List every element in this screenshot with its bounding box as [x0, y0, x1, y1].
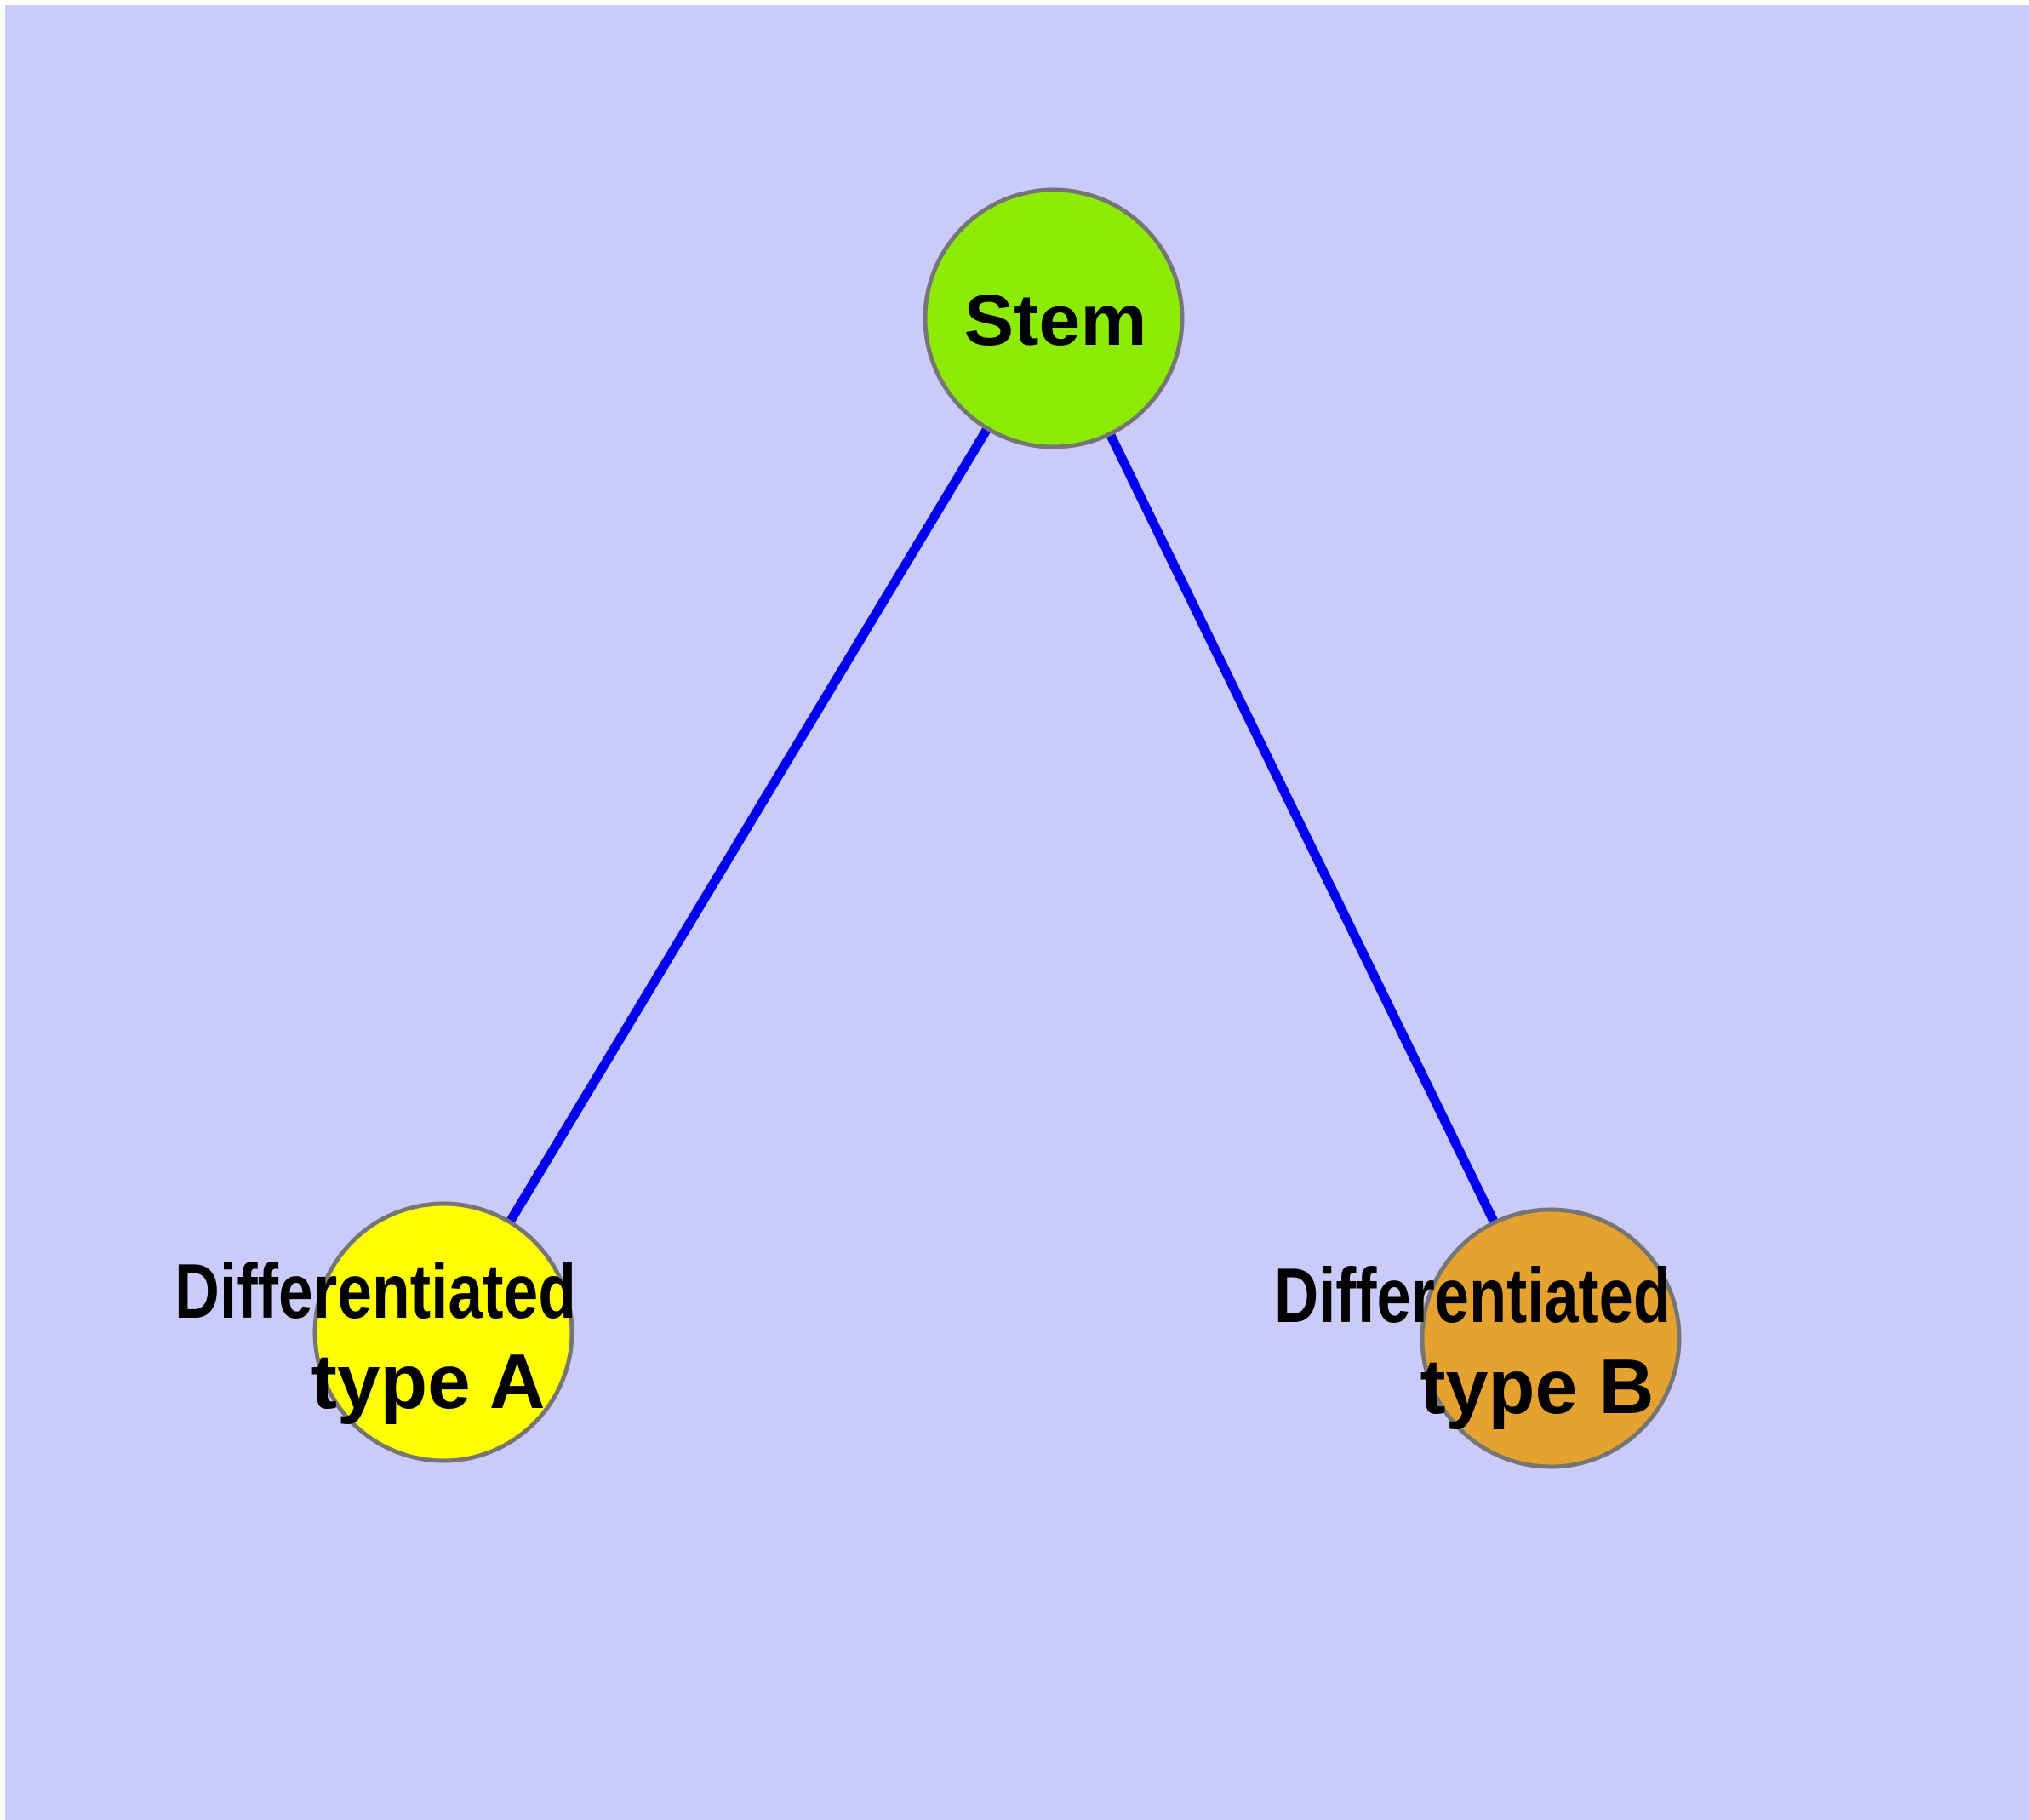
node-differentiated-a-label-line2: type A [311, 1339, 546, 1425]
edge-layer [439, 316, 1555, 1341]
node-differentiated-type-a [312, 1201, 574, 1463]
edge-stem-to-differentiated-b [1049, 316, 1555, 1341]
node-stem-label: Stem [964, 280, 1147, 360]
node-layer [312, 187, 1682, 1469]
node-differentiated-type-b [1420, 1207, 1682, 1469]
label-layer: Stem Differentiated type A Differentiate… [174, 280, 1671, 1430]
node-differentiated-b-label-line1: Differentiated [1274, 1253, 1671, 1339]
node-stem [923, 187, 1185, 449]
node-differentiated-b-label-line2: type B [1420, 1344, 1655, 1430]
node-differentiated-a-label-line1: Differentiated [174, 1249, 576, 1335]
edge-stem-to-differentiated-a [439, 316, 1058, 1335]
